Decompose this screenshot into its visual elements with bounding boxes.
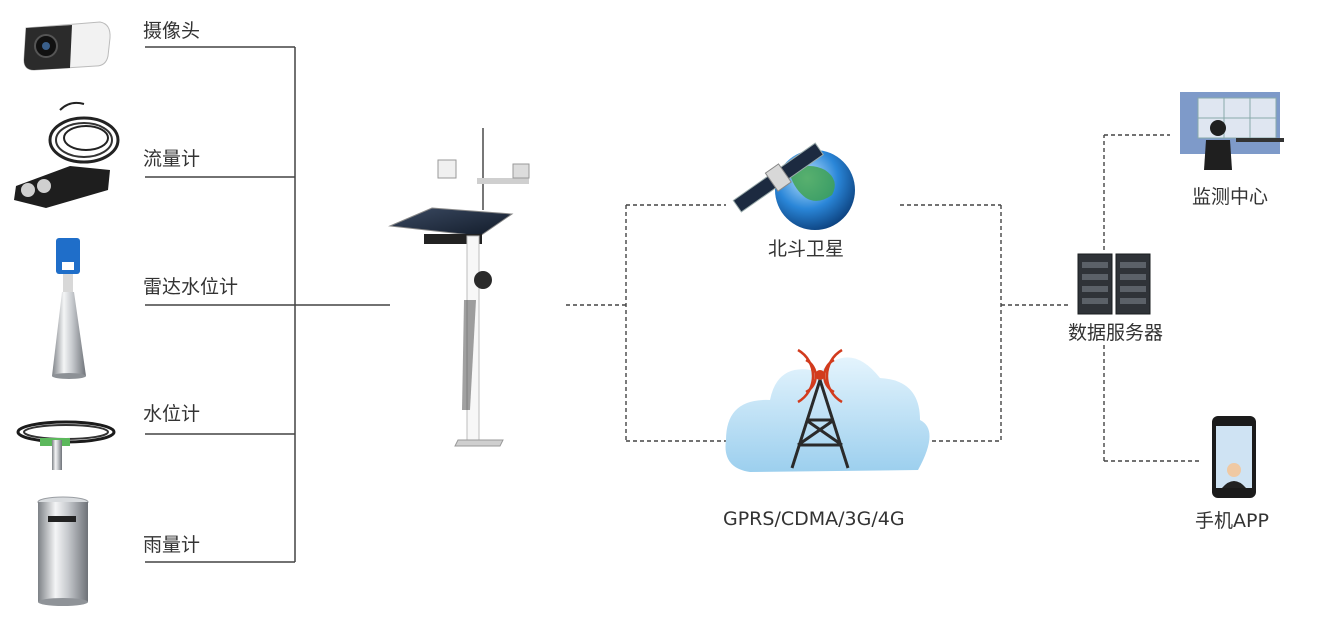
mobile-phone-icon — [1212, 416, 1256, 498]
label-flowmeter: 流量计 — [143, 148, 201, 170]
water-level-sensor-icon — [16, 420, 116, 470]
monitoring-center-icon — [1180, 92, 1284, 170]
server-rack-icon — [1077, 253, 1151, 315]
label-mobile-app: 手机APP — [1195, 510, 1269, 532]
camera-icon — [23, 21, 111, 71]
satellite-globe-icon — [732, 142, 855, 230]
label-radar-level-gauge: 雷达水位计 — [143, 276, 239, 298]
label-rain-gauge: 雨量计 — [143, 534, 201, 556]
solar-monitoring-station-icon — [388, 128, 530, 447]
sensor-bus-lines — [145, 46, 390, 563]
label-water-level-sensor: 水位计 — [143, 403, 201, 425]
label-monitor-center: 监测中心 — [1192, 186, 1269, 208]
cell-tower-cloud-icon — [725, 348, 930, 472]
flowmeter-icon — [14, 101, 120, 208]
rain-gauge-icon — [37, 496, 89, 606]
dashed-links — [566, 134, 1202, 462]
label-satellite: 北斗卫星 — [768, 238, 845, 260]
label-server: 数据服务器 — [1068, 322, 1164, 344]
label-camera: 摄像头 — [143, 20, 201, 42]
label-cellular: GPRS/CDMA/3G/4G — [723, 508, 905, 530]
radar-level-gauge-icon — [52, 238, 86, 379]
